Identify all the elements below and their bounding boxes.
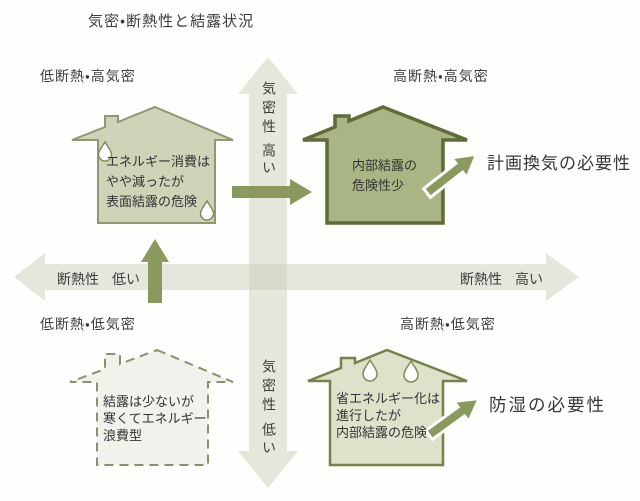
house-text-line: 表面結露の危険 <box>106 195 198 210</box>
house-text-top-right: 内部結露の 危険性少 <box>352 157 417 197</box>
horizontal-axis-name: 断熱性 <box>460 272 502 288</box>
arrow-diagonal-bottom-right-icon <box>423 396 482 442</box>
annotation-planned-ventilation: 計画換気の必要性 <box>487 154 631 174</box>
house-text-line: エネルギー消費は <box>106 155 211 170</box>
quadrant-label-top-left: 低断熱・高気密 <box>40 69 136 85</box>
horizontal-axis-right-label: 断熱性 高い <box>460 269 543 289</box>
house-icon-bottom-right <box>307 348 468 467</box>
quadrant-label-top-right: 高断熱・高気密 <box>393 69 489 85</box>
droplet-icon <box>403 359 419 383</box>
diagram-title: 気密・断熱性と結露状況 <box>88 12 255 30</box>
droplet-icon <box>199 199 215 221</box>
house-text-line: 内部結露の <box>352 159 418 174</box>
house-text-top-left: エネルギー消費は やや減ったが 表面結露の危険 <box>106 153 210 213</box>
vertical-axis-name-bottom: 気密性 <box>260 359 276 416</box>
house-text-line: 結露は少ないが <box>103 395 195 410</box>
house-text-line: やや減ったが <box>106 175 185 190</box>
quadrant-label-bottom-right: 高断熱・低気密 <box>400 317 496 333</box>
vertical-axis-arrow <box>238 57 298 488</box>
quadrant-label-bottom-left: 低断熱・低気密 <box>40 317 136 333</box>
house-icon-bottom-left <box>69 348 234 466</box>
annotation-moisture-proofing: 防湿の必要性 <box>489 396 606 416</box>
house-text-line: 寒くてエネルギー <box>103 412 207 427</box>
house-text-line: 危険性少 <box>352 179 405 194</box>
house-text-line: 内部結露の危険 <box>336 426 428 441</box>
vertical-axis-name-top: 気密性 <box>260 81 276 138</box>
house-text-line: 省エネルギー化は <box>336 392 441 407</box>
arrow-right-icon <box>232 179 312 205</box>
arrow-diagonal-top-right-icon <box>421 152 480 200</box>
house-text-bottom-right: 省エネルギー化は 進行したが 内部結露の危険 <box>336 391 440 442</box>
horizontal-axis-high-label: 高い <box>515 272 543 288</box>
arrow-up-icon <box>141 239 169 303</box>
house-text-line: 浪費型 <box>103 429 143 444</box>
horizontal-axis-left-label: 断熱性 低い <box>57 269 140 289</box>
droplet-icon <box>97 140 113 162</box>
vertical-axis-low-label: 低い <box>260 422 276 458</box>
house-text-bottom-left: 結露は少ないが 寒くてエネルギー 浪費型 <box>103 394 207 445</box>
house-icon-top-left <box>71 105 234 224</box>
house-text-line: 進行したが <box>336 409 402 424</box>
horizontal-axis-name: 断熱性 <box>57 272 99 288</box>
horizontal-axis-low-label: 低い <box>112 272 140 288</box>
vertical-axis-high-label: 高い <box>260 143 276 177</box>
droplet-icon <box>362 358 378 382</box>
